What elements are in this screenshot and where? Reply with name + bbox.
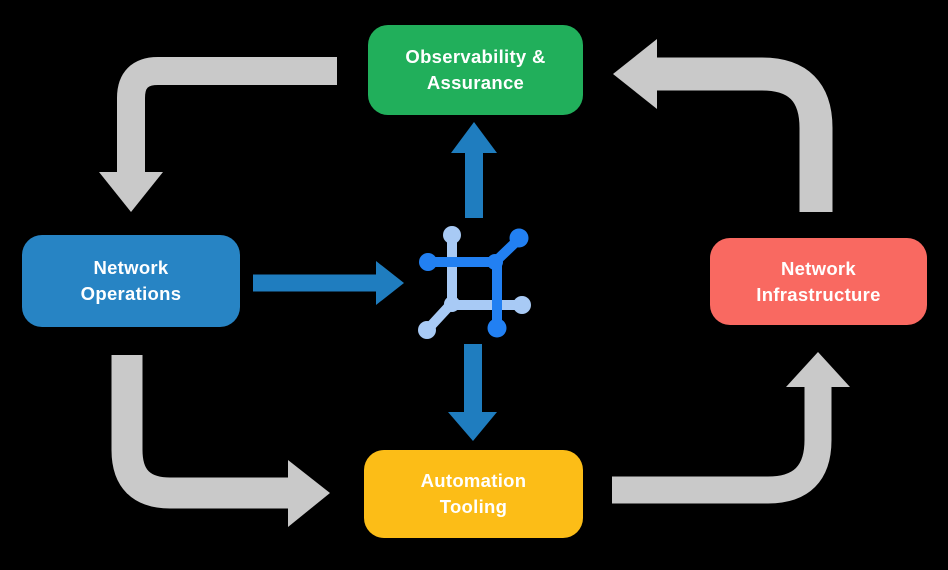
network-mesh-icon-light-part — [418, 226, 531, 339]
arrow-operations-to-icon — [253, 261, 404, 305]
arrow-infrastructure-to-observability — [613, 39, 833, 212]
node-network-operations: Network Operations — [22, 235, 240, 327]
network-mesh-icon-dark-part — [419, 228, 529, 338]
arrow-observability-to-operations — [99, 57, 337, 212]
arrow-icon-to-automation — [448, 344, 497, 441]
node-automation-tooling: Automation Tooling — [364, 450, 583, 538]
arrow-icon-to-observability — [451, 122, 497, 218]
network-mesh-icon — [418, 226, 531, 339]
arrow-automation-to-infrastructure — [612, 352, 850, 504]
arrow-operations-to-automation — [111, 355, 330, 527]
node-observability-assurance: Observability & Assurance — [368, 25, 583, 115]
node-network-infrastructure: Network Infrastructure — [710, 238, 927, 325]
